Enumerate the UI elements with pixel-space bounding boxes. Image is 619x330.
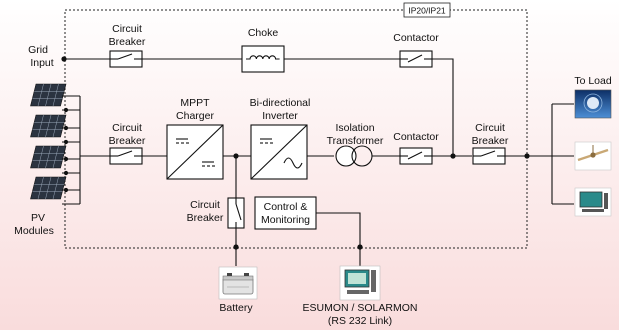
- control-label-line2: Monitoring: [261, 214, 310, 226]
- ac-bus-junction: [450, 153, 456, 159]
- monitoring-terminal: [357, 244, 363, 250]
- battery-circuit-breaker: [227, 156, 245, 229]
- battery-breaker-label-line1: Circuit: [190, 199, 220, 211]
- grid-label-line2: Input: [30, 57, 53, 69]
- monitor-label-line1: ESUMON / SOLARMON: [303, 302, 418, 314]
- pv-label-line1: PV: [31, 212, 45, 224]
- battery-label: Battery: [219, 302, 253, 314]
- top-breaker-label-line1: Circuit: [112, 23, 142, 35]
- enclosure-rating-badge: IP20/IP21: [403, 2, 451, 18]
- top-contactor-label: Contactor: [393, 32, 439, 44]
- choke-label: Choke: [248, 27, 279, 39]
- mppt-label-line1: MPPT: [180, 97, 210, 109]
- transformer-label-line2: Transformer: [327, 135, 384, 147]
- pv-label-line2: Modules: [14, 225, 54, 237]
- choke-inductor: [241, 45, 285, 73]
- inverter-label-line1: Bi-directional: [250, 97, 311, 109]
- pv-breaker-label-line2: Breaker: [109, 135, 146, 147]
- output-circuit-breaker: [472, 147, 506, 165]
- top-breaker-label-line2: Breaker: [109, 36, 146, 48]
- output-breaker-label-line2: Breaker: [472, 135, 509, 147]
- pv-modules-icon: [30, 83, 67, 200]
- middle-contactor-label: Contactor: [393, 131, 439, 143]
- battery-icon: [218, 266, 258, 300]
- middle-contactor: [399, 147, 433, 165]
- enclosure-rating: IP20/IP21: [408, 6, 446, 16]
- mppt-label-line2: Charger: [176, 110, 214, 122]
- grid-to-bus-wire: [432, 58, 454, 155]
- top-contactor: [399, 50, 433, 68]
- ceiling-fan-load-icon: [574, 141, 612, 171]
- bidirectional-inverter-block: [250, 124, 308, 180]
- monitoring-computer-icon: [339, 265, 381, 301]
- output-terminal: [524, 153, 530, 159]
- battery-breaker-label-line2: Breaker: [187, 212, 224, 224]
- top-circuit-breaker: [109, 50, 143, 68]
- pv-string-wiring: [62, 95, 81, 205]
- load-distribution-wiring: [551, 103, 574, 205]
- pv-circuit-breaker: [109, 147, 143, 165]
- control-monitoring-block: Control & Monitoring: [254, 196, 317, 230]
- grid-label-line1: Grid: [28, 44, 48, 56]
- monitor-label-line2: (RS 232 Link): [328, 315, 392, 327]
- computer-load-icon: [574, 187, 612, 217]
- battery-terminal: [233, 244, 239, 250]
- pv-breaker-label-line1: Circuit: [112, 122, 142, 134]
- lamp-load-icon: [574, 89, 612, 119]
- load-label: To Load: [574, 75, 612, 87]
- transformer-label-line1: Isolation: [335, 122, 374, 134]
- inverter-label-line2: Inverter: [262, 110, 298, 122]
- output-breaker-label-line1: Circuit: [475, 122, 505, 134]
- control-label-line1: Control &: [264, 201, 308, 213]
- mppt-charger-block: [166, 124, 224, 180]
